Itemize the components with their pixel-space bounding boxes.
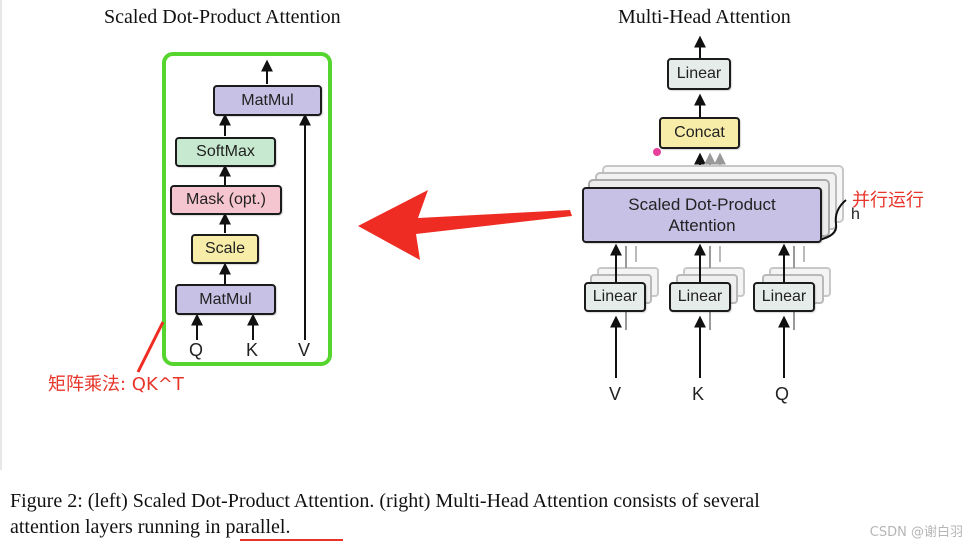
- attention-box-line1: Scaled Dot-Product: [628, 195, 776, 214]
- matmul-annotation: 矩阵乘法: QK^T: [48, 374, 184, 395]
- parallel-annotation: 并行运行: [852, 190, 924, 211]
- left-input-k: K: [246, 340, 259, 360]
- linear-k-box: Linear: [669, 282, 731, 312]
- figure-caption-line2: attention layers running in parallel.: [10, 516, 290, 539]
- linear-top-box: Linear: [667, 58, 731, 90]
- matmul-top-box: MatMul: [213, 85, 322, 116]
- softmax-box: SoftMax: [175, 137, 276, 167]
- attention-box-line2: Attention: [668, 216, 736, 235]
- concat-box: Concat: [659, 117, 740, 149]
- head-brace: [817, 199, 847, 241]
- scaled-dot-product-attention-box: Scaled Dot-Product Attention: [582, 187, 822, 243]
- caption-line2-prefix: attention layers running: [10, 516, 205, 538]
- watermark: CSDN @谢白羽: [869, 525, 963, 540]
- right-diagram-title: Multi-Head Attention: [618, 6, 791, 28]
- right-input-v: V: [609, 384, 622, 404]
- left-diagram-title: Scaled Dot-Product Attention: [104, 6, 341, 28]
- red-pointer-arrow: [358, 190, 572, 260]
- pink-dot: [653, 148, 661, 156]
- left-input-v: V: [298, 340, 311, 360]
- green-highlight-frame: [162, 52, 332, 366]
- matmul-bottom-box: MatMul: [175, 284, 276, 315]
- red-pointer-line: [136, 321, 165, 373]
- right-input-k: K: [692, 384, 705, 404]
- head-count-label: h: [851, 206, 860, 223]
- scale-box: Scale: [191, 234, 259, 264]
- linear-v-box: Linear: [584, 282, 646, 312]
- left-input-q: Q: [189, 340, 204, 360]
- figure-caption-line1: Figure 2: (left) Scaled Dot-Product Atte…: [10, 490, 760, 512]
- linear-q-box: Linear: [753, 282, 815, 312]
- mask-box: Mask (opt.): [170, 185, 282, 215]
- right-input-q: Q: [775, 384, 790, 404]
- caption-line2-underlined: in parallel.: [204, 516, 291, 538]
